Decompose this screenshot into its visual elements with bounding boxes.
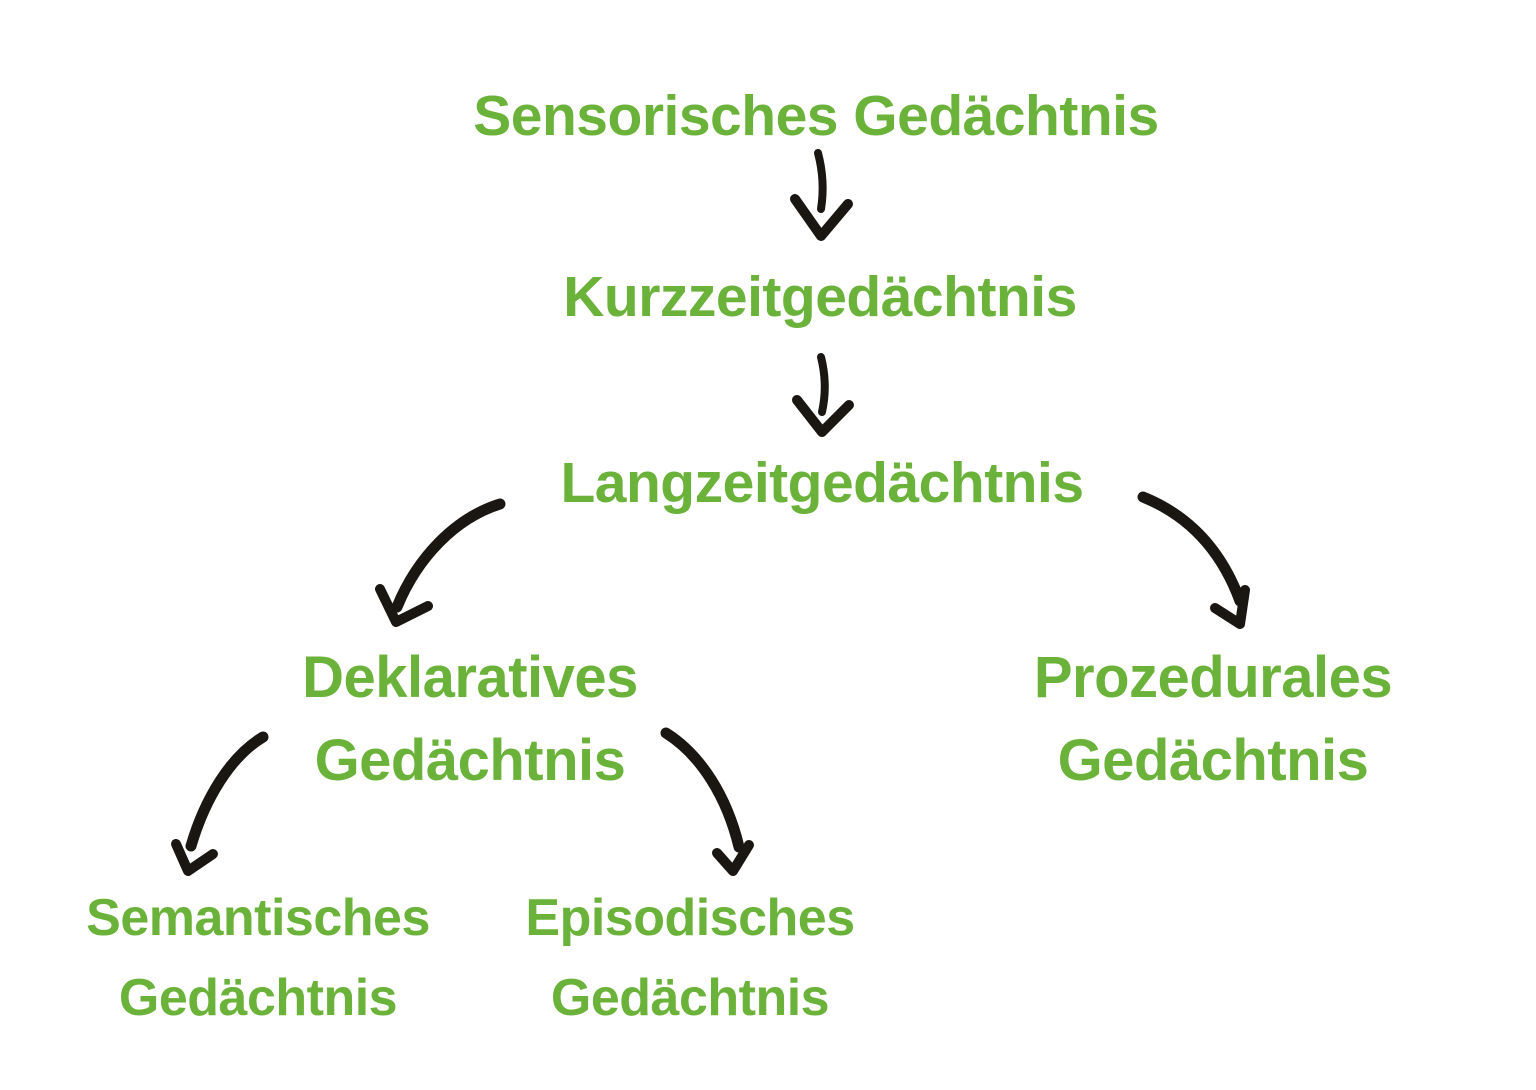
node-episodisches-gedaechtnis: Episodisches Gedächtnis [525, 878, 855, 1038]
node-label: Sensorisches Gedächtnis [473, 84, 1159, 148]
node-deklaratives-gedaechtnis: Deklaratives Gedächtnis [302, 636, 638, 802]
node-semantisches-gedaechtnis: Semantisches Gedächtnis [86, 878, 430, 1038]
node-sensorisches-gedaechtnis: Sensorisches Gedächtnis [473, 84, 1159, 148]
arrow-sensory-to-short-term-icon [790, 149, 853, 241]
node-label: Langzeitgedächtnis [560, 451, 1084, 515]
node-label-line2: Gedächtnis [314, 728, 626, 793]
node-label-line1: Episodisches [525, 889, 855, 947]
node-label-line2: Gedächtnis [1057, 728, 1369, 793]
node-label: Kurzzeitgedächtnis [563, 265, 1077, 329]
node-kurzzeitgedaechtnis: Kurzzeitgedächtnis [563, 267, 1077, 327]
node-label-line1: Prozedurales [1033, 645, 1393, 710]
arrow-long-term-to-declarative-icon [375, 498, 506, 627]
arrow-long-term-to-procedural-icon [1137, 491, 1250, 629]
node-label-line1: Deklaratives [302, 645, 638, 710]
node-langzeitgedaechtnis: Langzeitgedächtnis [560, 451, 1084, 515]
node-prozedurales-gedaechtnis: Prozedurales Gedächtnis [1033, 636, 1393, 802]
node-label-line2: Gedächtnis [550, 969, 830, 1027]
arrow-declarative-to-semantic-icon [171, 731, 269, 876]
node-label-line2: Gedächtnis [118, 969, 398, 1027]
node-label-line1: Semantisches [86, 889, 430, 947]
arrow-short-term-to-long-term-icon [792, 353, 854, 437]
arrow-declarative-to-episodic-icon [660, 727, 754, 876]
